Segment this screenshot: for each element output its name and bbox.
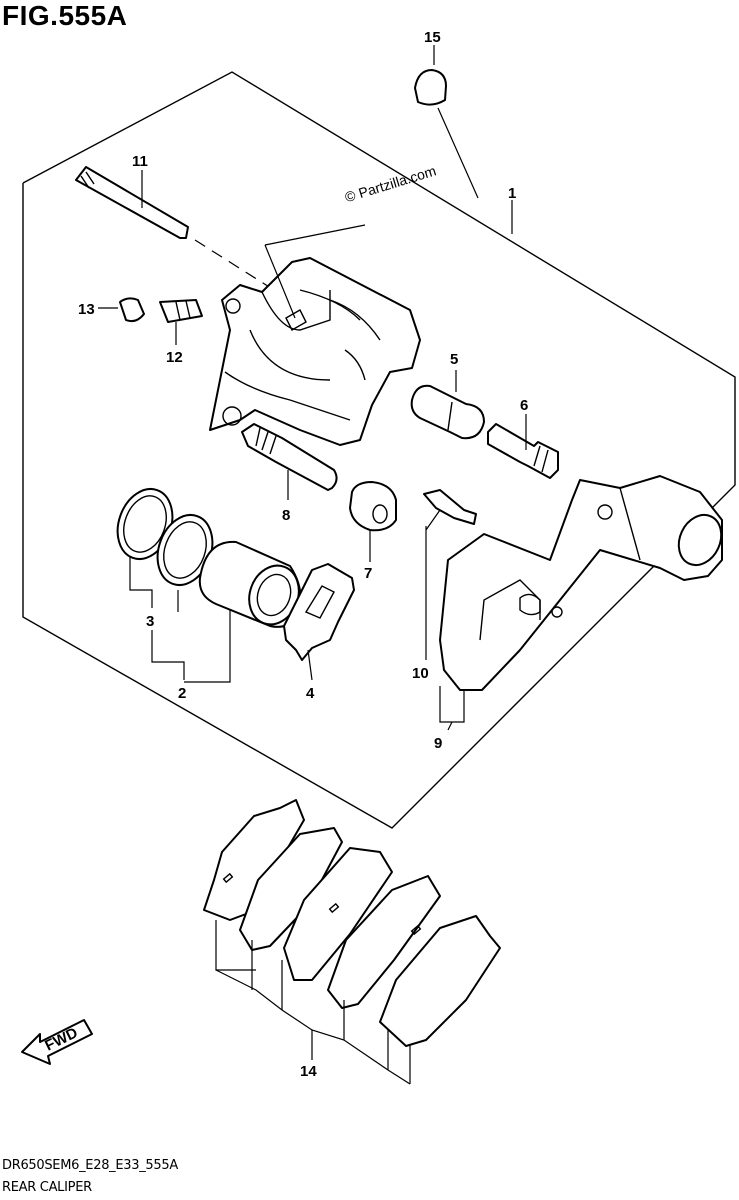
callout-3: 3 xyxy=(146,613,154,630)
callout-11: 11 xyxy=(132,153,148,170)
leader-lines xyxy=(98,45,527,1085)
fwd-arrow-icon: FWD xyxy=(21,1019,93,1065)
callout-1: 1 xyxy=(508,185,516,202)
part-6-pin[interactable] xyxy=(487,423,559,479)
callout-8: 8 xyxy=(282,507,290,524)
part-3-seals[interactable] xyxy=(108,481,221,592)
callout-4: 4 xyxy=(306,685,315,702)
part-7-boot[interactable] xyxy=(349,481,397,532)
part-13-bleeder-cap[interactable] xyxy=(119,297,145,323)
part-14-pads[interactable] xyxy=(203,799,501,1047)
callout-5: 5 xyxy=(450,351,458,368)
callout-2: 2 xyxy=(178,685,186,702)
callout-6: 6 xyxy=(520,397,528,414)
callout-13: 13 xyxy=(78,301,95,318)
part-9-bracket[interactable] xyxy=(439,475,729,691)
diagram-caption: REAR CALIPER xyxy=(2,1180,92,1195)
assembly-frame xyxy=(22,71,736,829)
callout-7: 7 xyxy=(364,565,372,582)
part-2-piston[interactable] xyxy=(198,540,307,631)
callout-14: 14 xyxy=(300,1063,317,1080)
part-8-sleeve[interactable] xyxy=(241,423,338,491)
figure-title: FIG.555A xyxy=(2,0,128,31)
caliper-body[interactable] xyxy=(209,257,421,446)
callout-9: 9 xyxy=(434,735,442,752)
part-11-pin[interactable] xyxy=(75,166,189,239)
part-15-cap[interactable] xyxy=(414,69,447,106)
part-10-pad-spring[interactable] xyxy=(423,489,477,525)
drawing-code: DR650SEM6_E28_E33_555A xyxy=(2,1158,178,1173)
part-4-spring[interactable] xyxy=(283,563,355,661)
callout-12: 12 xyxy=(166,349,183,366)
callout-10: 10 xyxy=(412,665,429,682)
part-5-bolt[interactable] xyxy=(410,384,485,440)
callout-15: 15 xyxy=(424,29,441,46)
part-12-bleeder-screw[interactable] xyxy=(159,299,203,323)
